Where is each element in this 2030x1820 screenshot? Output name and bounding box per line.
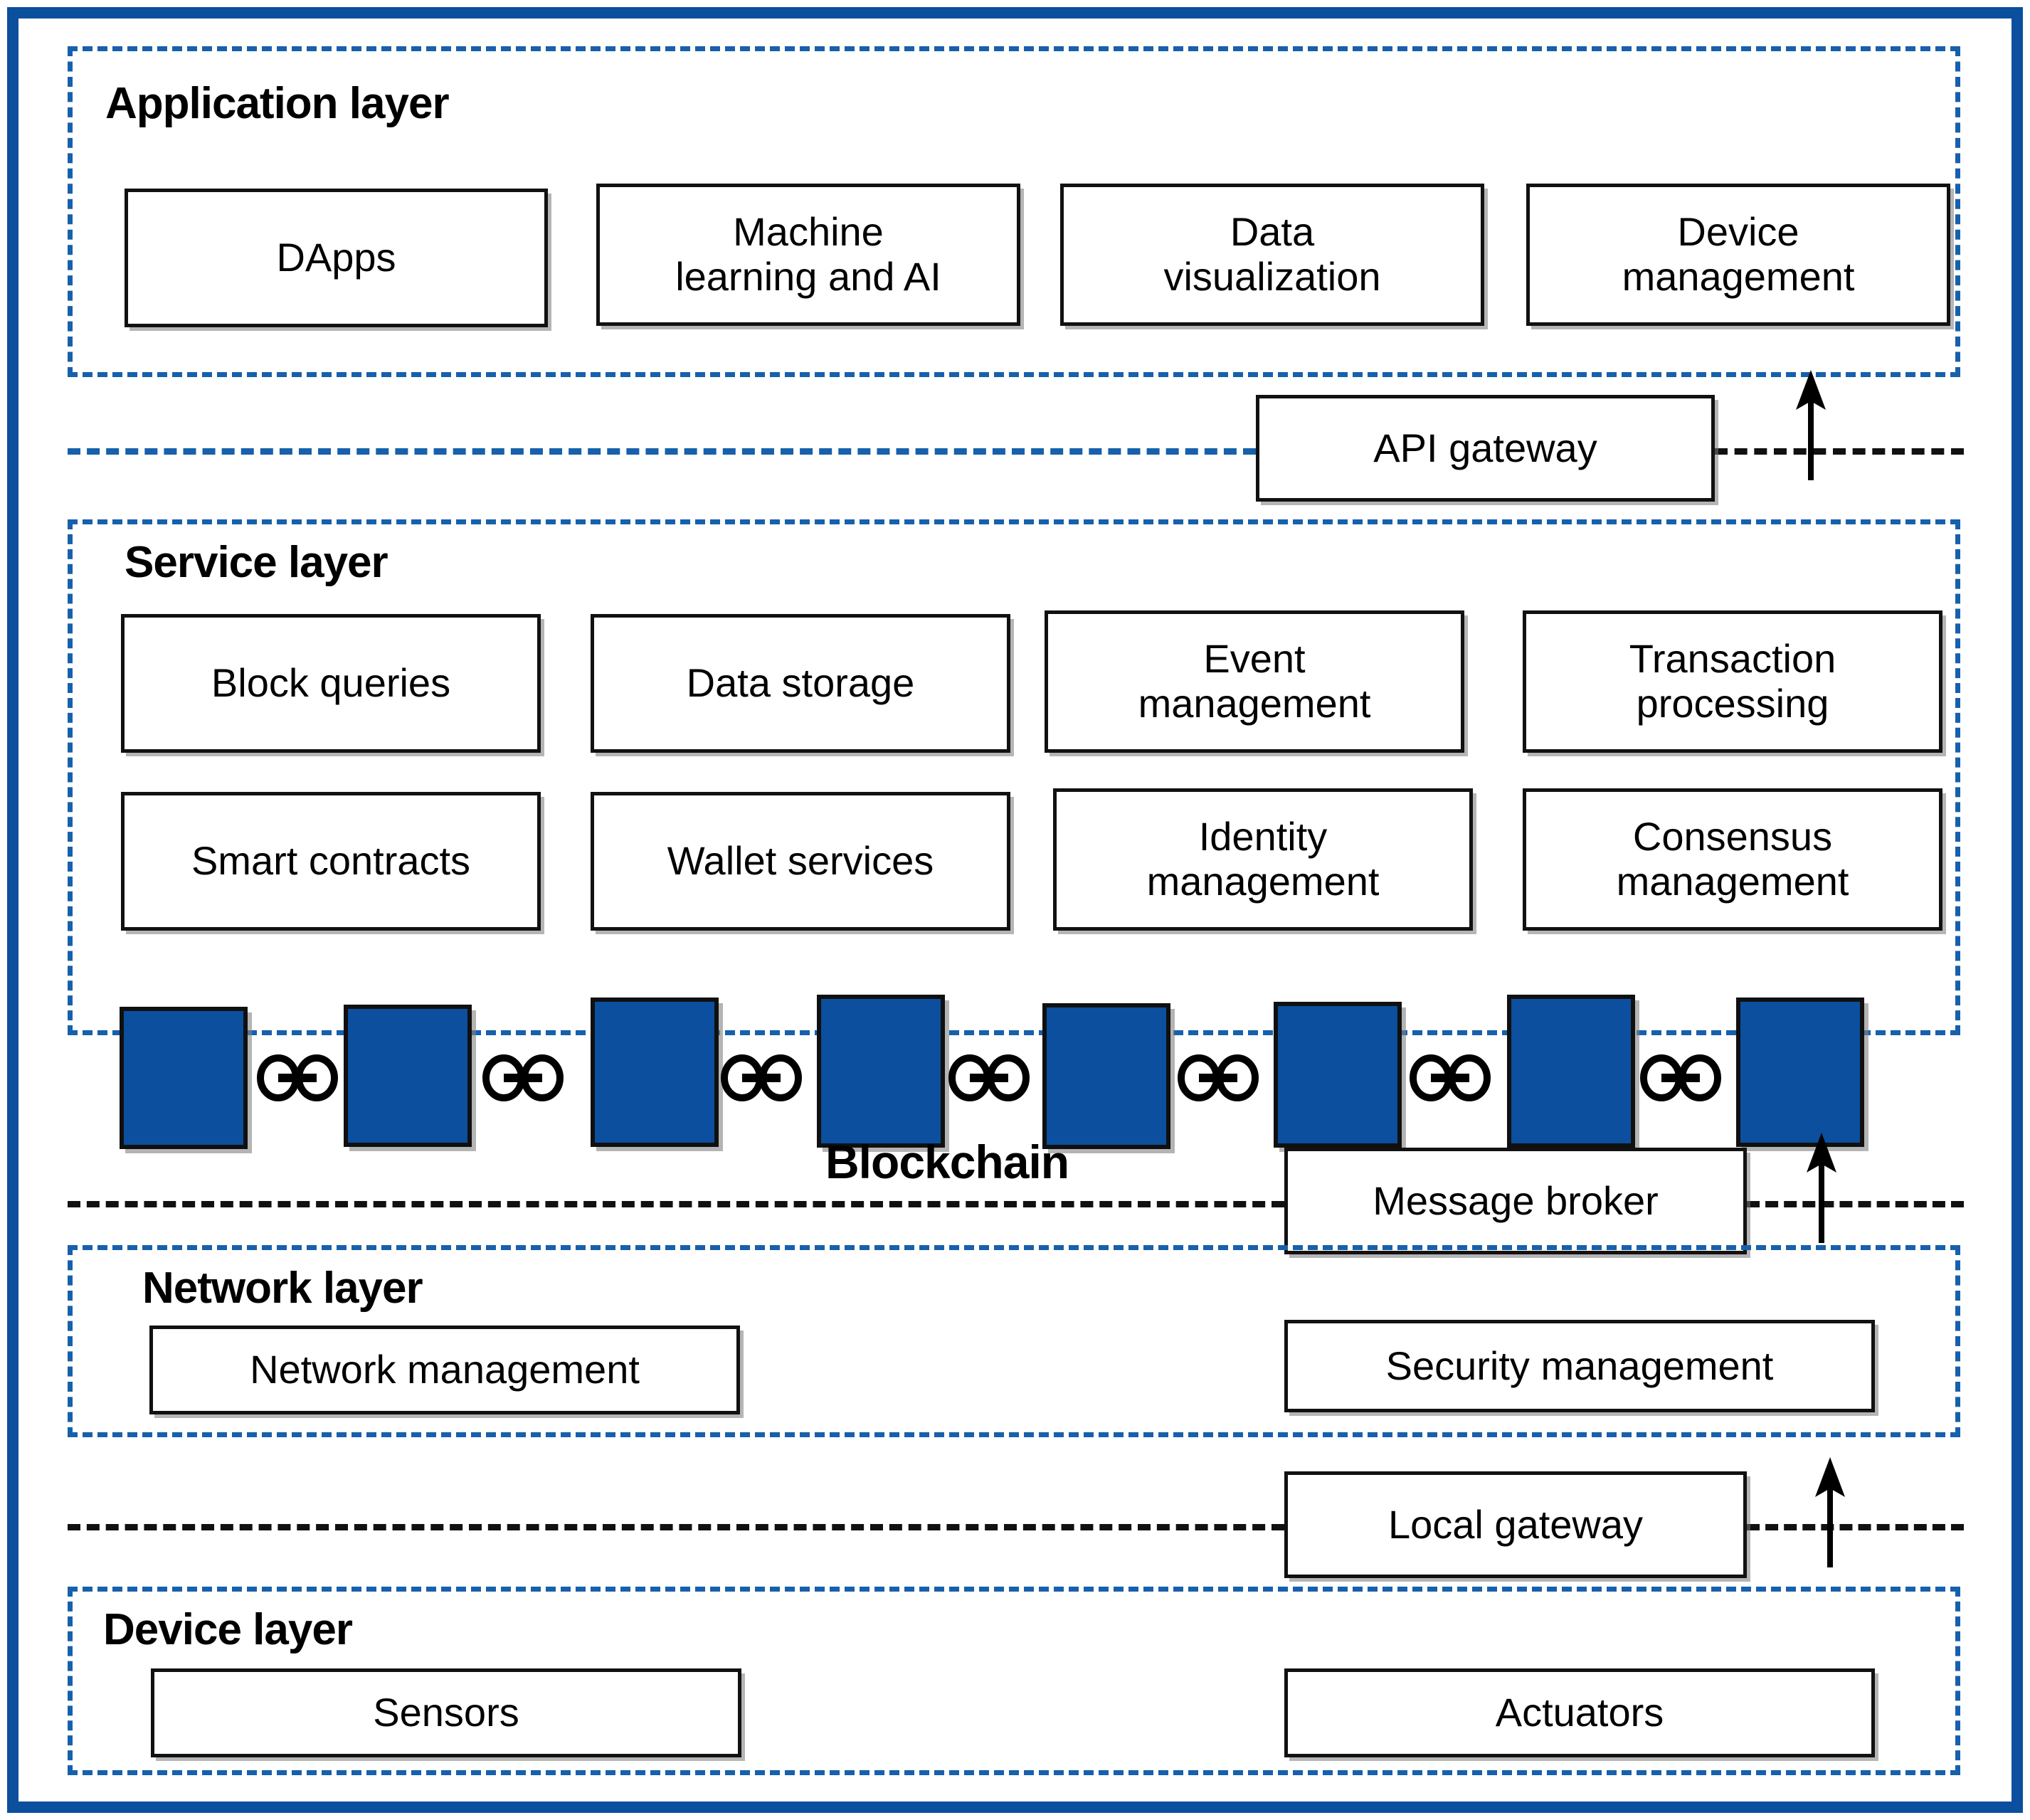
component-label: Transaction processing	[1629, 636, 1836, 726]
message-broker-line-right	[1747, 1201, 1964, 1207]
connector-local-gateway[interactable]: Local gateway	[1284, 1471, 1747, 1578]
service-layer-title: Service layer	[125, 538, 388, 587]
component-smart-contracts[interactable]: Smart contracts	[121, 792, 541, 931]
connector-label: Message broker	[1373, 1178, 1659, 1223]
component-label: Event management	[1138, 636, 1371, 726]
component-label: Smart contracts	[191, 838, 471, 884]
device-layer-box	[68, 1587, 1960, 1775]
connector-label: Local gateway	[1387, 1501, 1643, 1547]
component-event-management[interactable]: Event management	[1045, 610, 1464, 753]
local-gateway-up-arrow-icon	[1802, 1457, 1859, 1567]
component-label: Identity management	[1146, 814, 1380, 904]
component-block-queries[interactable]: Block queries	[121, 614, 541, 753]
api-gateway-up-arrow-icon	[1782, 370, 1839, 480]
component-label: Wallet services	[667, 838, 934, 884]
component-machine-learning-and-ai[interactable]: Machine learning and AI	[596, 184, 1020, 326]
component-consensus-management[interactable]: Consensus management	[1523, 788, 1942, 931]
service-layer-box	[68, 519, 1960, 1035]
component-security-management[interactable]: Security management	[1284, 1320, 1875, 1412]
component-actuators[interactable]: Actuators	[1284, 1668, 1875, 1757]
component-label: Sensors	[373, 1690, 519, 1735]
connector-message-broker[interactable]: Message broker	[1284, 1148, 1747, 1254]
component-device-management[interactable]: Device management	[1526, 184, 1950, 326]
component-label: Machine learning and AI	[675, 209, 941, 299]
network-layer-title: Network layer	[142, 1264, 423, 1313]
component-dapps[interactable]: DApps	[125, 189, 548, 327]
network-layer-box	[68, 1245, 1960, 1437]
component-label: DApps	[276, 235, 396, 280]
component-transaction-processing[interactable]: Transaction processing	[1523, 610, 1942, 753]
component-label: Device management	[1622, 209, 1855, 299]
message-broker-line-left	[68, 1201, 1284, 1207]
component-data-storage[interactable]: Data storage	[591, 614, 1010, 753]
message-broker-up-arrow-icon	[1793, 1133, 1850, 1243]
component-label: Data storage	[686, 660, 915, 706]
component-data-visualization[interactable]: Data visualization	[1060, 184, 1484, 326]
connector-label: API gateway	[1373, 425, 1597, 470]
blockchain-label: Blockchain	[825, 1136, 1069, 1188]
application-layer-title: Application layer	[105, 79, 450, 128]
component-label: Network management	[250, 1347, 640, 1392]
component-label: Security management	[1385, 1343, 1774, 1388]
component-wallet-services[interactable]: Wallet services	[591, 792, 1010, 931]
component-identity-management[interactable]: Identity management	[1053, 788, 1473, 931]
component-label: Actuators	[1495, 1690, 1664, 1735]
local-gateway-line-right	[1747, 1524, 1964, 1530]
component-label: Data visualization	[1163, 209, 1381, 299]
component-network-management[interactable]: Network management	[149, 1326, 740, 1414]
component-label: Block queries	[211, 660, 451, 706]
component-sensors[interactable]: Sensors	[151, 1668, 741, 1757]
api-gateway-line-left	[68, 448, 1256, 455]
application-layer-box	[68, 46, 1960, 377]
local-gateway-line-left	[68, 1524, 1284, 1530]
component-label: Consensus management	[1616, 814, 1849, 904]
connector-api-gateway[interactable]: API gateway	[1256, 395, 1715, 502]
api-gateway-line-right	[1715, 448, 1964, 455]
device-layer-title: Device layer	[103, 1605, 353, 1654]
